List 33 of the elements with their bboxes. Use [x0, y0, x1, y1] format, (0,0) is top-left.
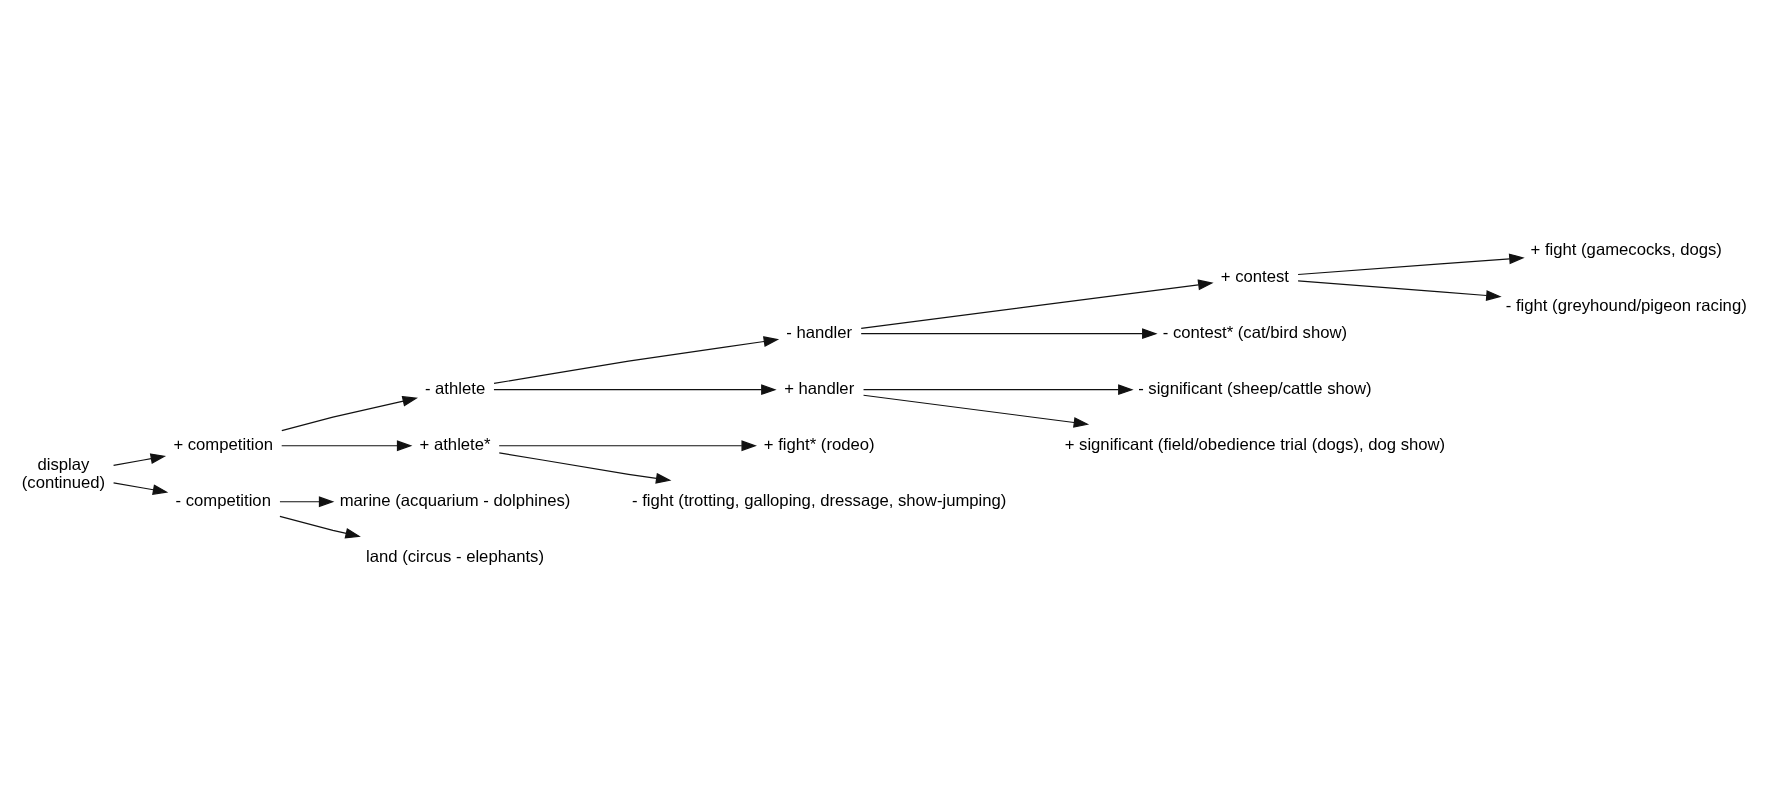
arrow — [281, 395, 418, 432]
arrow — [279, 515, 361, 539]
arrow — [113, 453, 167, 467]
node-text: - significant (sheep/cattle show) — [1138, 379, 1372, 399]
arrow — [498, 452, 672, 484]
node-text: + competition — [173, 435, 274, 455]
arrow — [860, 279, 1214, 329]
arrow — [862, 384, 1134, 396]
arrow — [493, 336, 780, 384]
arrow — [279, 496, 335, 508]
node-text: land (circus - elephants) — [366, 547, 545, 567]
arrow — [281, 440, 413, 452]
node-text: + contest — [1220, 267, 1289, 287]
arrow — [862, 394, 1090, 428]
node-text: - athlete — [424, 379, 486, 399]
node-text: + handler — [784, 379, 855, 399]
node-text: marine (acquarium - dolphines) — [339, 491, 571, 511]
node-text: - competition — [175, 491, 271, 511]
arrow — [493, 384, 777, 396]
node-text: + fight* (rodeo) — [763, 435, 875, 455]
node-text: - fight (trotting, galloping, dressage, show-jumping) — [632, 491, 1007, 511]
arrow — [498, 440, 757, 452]
arrow — [860, 328, 1158, 340]
node-text: + athlete* — [419, 435, 491, 455]
node-text: - fight (greyhound/pigeon racing) — [1505, 295, 1747, 315]
arrow — [1297, 280, 1502, 301]
node-text: display (continued) — [21, 454, 106, 492]
node-text: + fight (gamecocks, dogs) — [1530, 239, 1722, 259]
node-text: + significant (field/obedience trial (dogs), dog show) — [1064, 435, 1446, 455]
node-text: - contest* (cat/bird show) — [1162, 323, 1348, 343]
arrow — [1297, 253, 1525, 276]
arrow — [113, 482, 169, 496]
node-text: - handler — [786, 323, 853, 343]
